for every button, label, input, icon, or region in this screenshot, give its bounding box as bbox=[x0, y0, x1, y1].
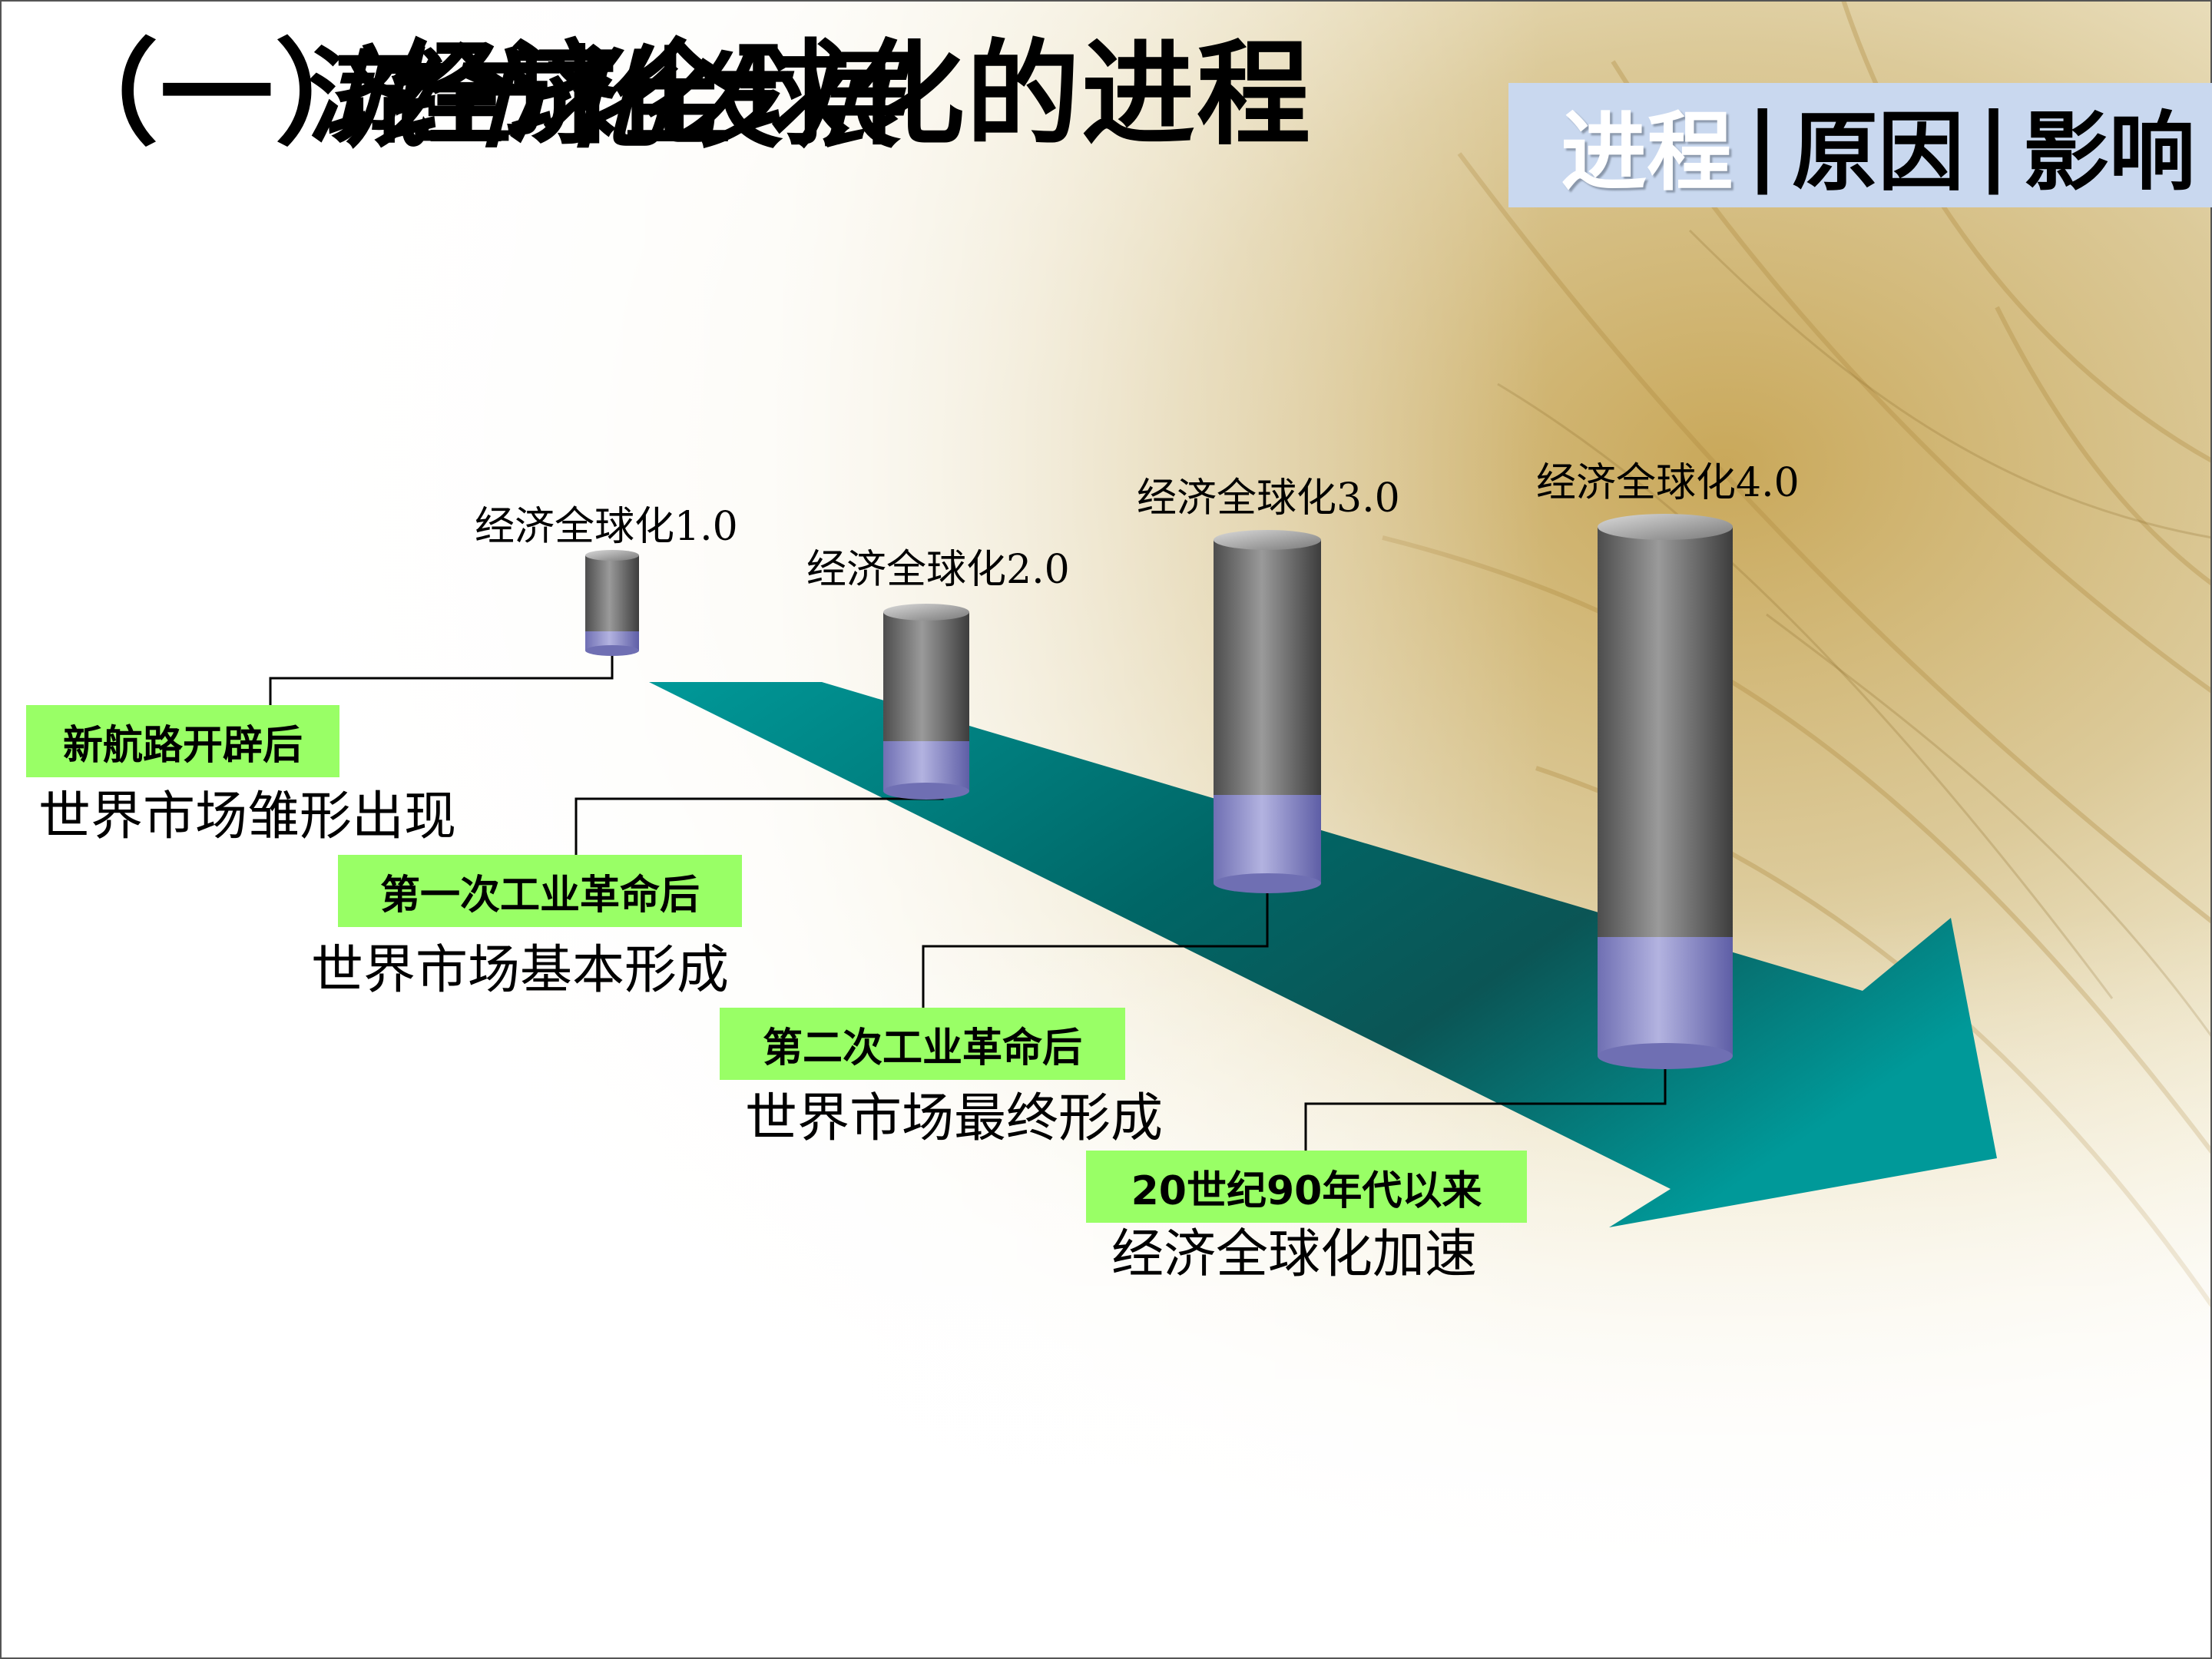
section-nav: 进程 | 原因 | 影响 bbox=[1508, 83, 2212, 207]
stage-1-label: 经济全球化1.0 bbox=[475, 504, 738, 550]
nav-item-impact[interactable]: 影响 bbox=[2023, 103, 2195, 203]
stage-2-milestone: 第一次工业革命后 bbox=[338, 855, 742, 927]
timeline-arrow bbox=[649, 682, 1997, 1227]
nav-item-process[interactable]: 进程 bbox=[1561, 103, 1734, 203]
slide-title: （一）经济全球化的进程 bbox=[45, 27, 1312, 161]
stage-2-label: 经济全球化2.0 bbox=[806, 547, 1070, 593]
stage-1-milestone: 新航路开辟后 bbox=[26, 705, 339, 777]
stage-3-milestone: 第二次工业革命后 bbox=[720, 1008, 1125, 1080]
stage-4-label: 经济全球化4.0 bbox=[1536, 460, 1800, 506]
cylinder-stage-1 bbox=[585, 550, 639, 656]
stage-3-description: 世界市场最终形成 bbox=[745, 1088, 1164, 1149]
stage-4-description: 经济全球化加速 bbox=[1111, 1224, 1478, 1285]
cylinder-stage-3 bbox=[1214, 530, 1321, 893]
nav-separator: | bbox=[1978, 95, 2009, 195]
stage-2-description: 世界市场基本形成 bbox=[311, 940, 730, 1001]
nav-item-causes[interactable]: 原因 bbox=[1792, 103, 1965, 203]
nav-separator: | bbox=[1747, 95, 1779, 195]
cylinder-stage-4 bbox=[1598, 514, 1733, 1069]
title-overlap-text-a: 济全球化 bbox=[307, 35, 717, 159]
stage-3-label: 经济全球化3.0 bbox=[1137, 475, 1400, 522]
cylinder-stage-2 bbox=[883, 604, 969, 800]
title-overlap-text-b: 城市化发展 bbox=[323, 38, 915, 163]
stage-4-milestone: 20世纪90年代以来 bbox=[1086, 1151, 1527, 1223]
stage-1-description: 世界市场雏形出现 bbox=[38, 786, 457, 847]
